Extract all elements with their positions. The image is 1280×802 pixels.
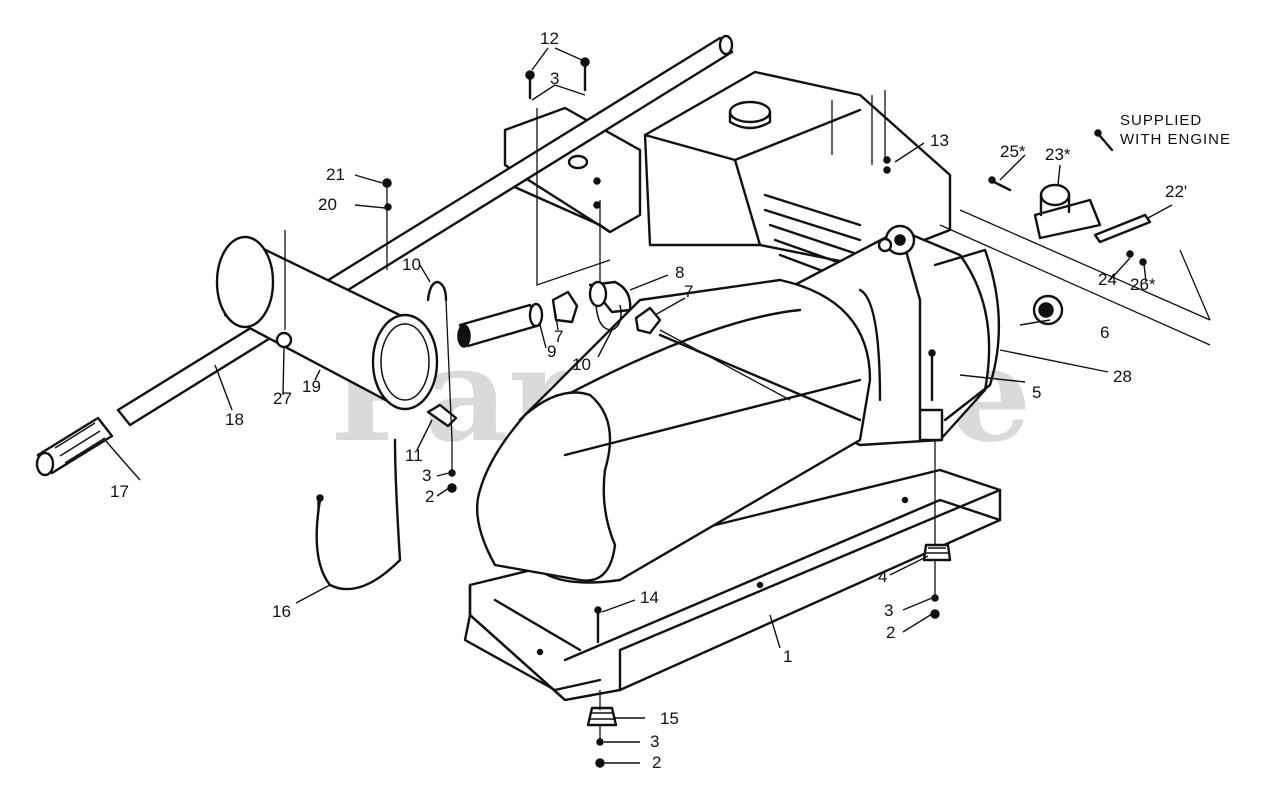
callout-27: 27	[273, 389, 292, 408]
clamp-guide	[445, 299, 453, 441]
assembly-guides	[284, 90, 1211, 745]
callout-1: 1	[783, 647, 792, 666]
callout-17: 17	[110, 482, 129, 501]
exhaust-elbow[interactable]	[588, 280, 632, 331]
callout-11: 11	[405, 446, 423, 465]
callout-4: 4	[878, 567, 887, 586]
callout-2-mid: 2	[425, 487, 434, 506]
callout-15: 15	[660, 709, 679, 728]
bracket-22[interactable]	[1093, 213, 1152, 244]
callout-3-right: 3	[884, 601, 893, 620]
vibration-mount-right[interactable]	[922, 543, 952, 562]
callout-12: 12	[540, 29, 559, 48]
callout-2-right: 2	[886, 623, 895, 642]
callout-7-right: 7	[684, 282, 693, 301]
callout-20: 20	[318, 195, 337, 214]
callout-16: 16	[272, 602, 291, 621]
callout-3-bottom: 3	[650, 732, 659, 751]
handle-grip[interactable]	[35, 416, 114, 477]
callout-18: 18	[225, 410, 244, 429]
vibration-mount-front[interactable]	[586, 706, 618, 727]
callout-21: 21	[326, 165, 345, 184]
callout-25: 25*	[1000, 142, 1026, 161]
callout-7-left: 7	[554, 327, 563, 346]
callout-26: 26*	[1130, 275, 1156, 294]
callout-10-bottom: 10	[572, 355, 591, 374]
switch-assembly[interactable]	[1033, 183, 1102, 240]
callout-14: 14	[640, 588, 659, 607]
leader-lines	[104, 47, 1173, 764]
callout-3-mid: 3	[422, 466, 431, 485]
callout-23: 23*	[1045, 145, 1071, 164]
callout-5: 5	[1032, 383, 1041, 402]
tie-rod[interactable]	[563, 378, 862, 457]
heat-shield[interactable]	[476, 391, 617, 582]
shroud[interactable]	[933, 248, 1001, 422]
callout-10-left: 10	[402, 255, 421, 274]
clamp[interactable]	[426, 403, 458, 428]
gasket-right[interactable]	[634, 306, 662, 335]
u-bolt[interactable]	[426, 280, 448, 302]
grommet[interactable]	[1032, 294, 1064, 326]
muffler[interactable]	[215, 235, 439, 411]
callout-labels: 12 3 21 20 10 8 7 7 9 10 13 17 18 27 19 …	[110, 29, 1187, 772]
callout-19: 19	[302, 377, 321, 396]
callout-3-top: 3	[550, 69, 559, 88]
callout-13: 13	[930, 131, 949, 150]
callout-22: 22'	[1165, 182, 1187, 201]
callout-8: 8	[675, 263, 684, 282]
cable[interactable]	[315, 438, 402, 591]
callout-6: 6	[1100, 323, 1109, 342]
note-line-2: WITH ENGINE	[1120, 131, 1231, 148]
callout-28: 28	[1113, 367, 1132, 386]
note-line-1: SUPPLIED	[1120, 112, 1202, 129]
callout-9: 9	[547, 342, 556, 361]
callout-24: 24	[1098, 270, 1117, 289]
base-frame[interactable]	[463, 468, 1002, 702]
callout-2-bottom: 2	[652, 753, 661, 772]
